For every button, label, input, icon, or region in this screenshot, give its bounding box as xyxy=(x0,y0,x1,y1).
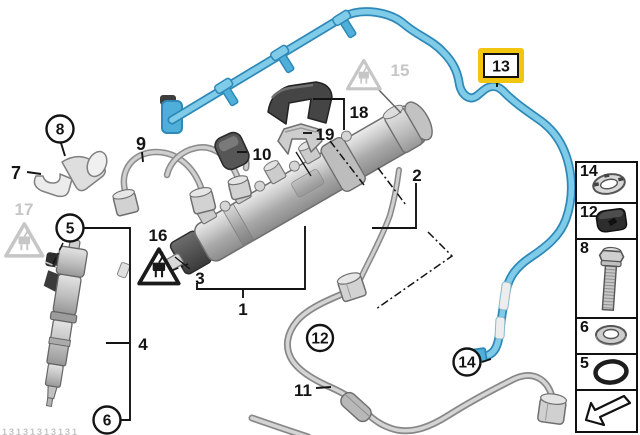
callout-6[interactable]: 6 xyxy=(92,405,122,435)
direction-arrow-icon xyxy=(584,394,631,427)
pipe-damper-sleeve xyxy=(340,391,372,423)
callout-11[interactable]: 11 xyxy=(294,381,312,400)
callout-9[interactable]: 9 xyxy=(136,134,146,154)
svg-text:13: 13 xyxy=(492,59,510,76)
callout-13-highlighted[interactable]: 13 xyxy=(478,48,524,83)
callout-3[interactable]: 3 xyxy=(195,269,204,288)
legend-item-8[interactable]: 8 xyxy=(577,240,636,319)
fuel-pipe-lower xyxy=(248,167,568,435)
warning-triangle-15 xyxy=(345,58,382,91)
callout-5[interactable]: 5 xyxy=(55,213,85,243)
legend-number: 6 xyxy=(580,319,589,336)
callout-2[interactable]: 2 xyxy=(412,166,421,185)
hose-clamp-icon xyxy=(591,172,626,195)
callout-15[interactable]: 15 xyxy=(391,61,410,80)
injector xyxy=(43,239,131,407)
svg-text:8: 8 xyxy=(56,122,65,139)
legend-number: 14 xyxy=(580,163,598,180)
callout-8[interactable]: 8 xyxy=(45,114,75,144)
warning-triangle-17 xyxy=(4,222,45,258)
parts-legend-sidebar: 14 12 8 xyxy=(575,161,638,433)
callout-16[interactable]: 16 xyxy=(149,226,168,245)
bolt-icon xyxy=(598,246,624,311)
svg-text:5: 5 xyxy=(66,221,75,238)
leader-lines xyxy=(26,81,498,421)
callout-4[interactable]: 4 xyxy=(138,335,148,354)
callout-7[interactable]: 7 xyxy=(11,163,21,183)
pipe-end-nut xyxy=(537,393,568,425)
callout-18[interactable]: 18 xyxy=(350,103,369,122)
legend-number: 12 xyxy=(580,204,598,221)
injector-seal xyxy=(117,262,131,279)
return-hose xyxy=(160,7,576,364)
clamp-19 xyxy=(277,123,323,155)
legend-number: 5 xyxy=(580,355,589,372)
dashed-leaders xyxy=(44,140,454,310)
sensor-bracket xyxy=(33,150,108,198)
callouts: 1 2 3 4 7 9 10 11 18 19 16 15 17 xyxy=(11,61,422,400)
callout-12[interactable]: 12 xyxy=(305,323,335,353)
svg-text:12: 12 xyxy=(311,331,328,348)
pipe-union-nut xyxy=(336,272,367,303)
circled-callouts: 8 5 6 12 14 xyxy=(45,114,482,435)
callout-17[interactable]: 17 xyxy=(15,200,34,219)
legend-item-5[interactable]: 5 xyxy=(577,355,636,391)
legend-item-14[interactable]: 14 xyxy=(577,163,636,204)
legend-item-12[interactable]: 12 xyxy=(577,204,636,240)
callout-10[interactable]: 10 xyxy=(253,145,272,164)
clamp-18 xyxy=(267,81,333,125)
grommet-icon xyxy=(595,208,627,233)
hose-clip xyxy=(214,77,239,107)
callout-1[interactable]: 1 xyxy=(238,300,247,319)
diagram-id-watermark: 13131313131 xyxy=(2,427,80,435)
callout-19[interactable]: 19 xyxy=(316,125,335,144)
o-ring-icon xyxy=(592,359,629,385)
washer-icon xyxy=(594,325,627,346)
line-damper xyxy=(214,131,250,171)
legend-item-6[interactable]: 6 xyxy=(577,319,636,355)
hose-clip xyxy=(270,44,295,74)
svg-text:6: 6 xyxy=(103,413,112,430)
callout-14[interactable]: 14 xyxy=(452,347,482,377)
hose-clip xyxy=(332,9,357,39)
legend-item-direction[interactable] xyxy=(577,391,636,431)
legend-number: 8 xyxy=(580,240,589,257)
svg-text:14: 14 xyxy=(458,355,476,372)
rail-top-port xyxy=(382,104,423,154)
